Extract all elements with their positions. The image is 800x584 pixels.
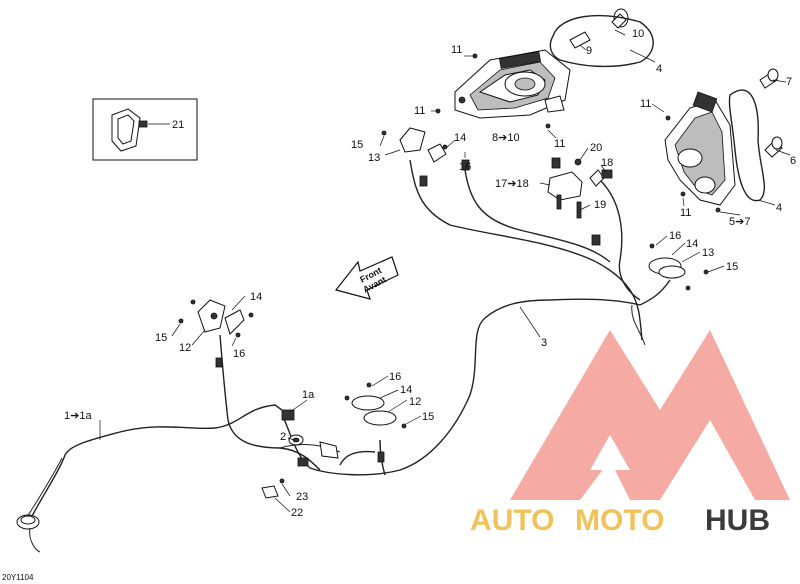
watermark-hub: HUB	[705, 504, 770, 537]
diagram-code: 20Y1104	[2, 573, 34, 582]
callout-5-to-7: 5➔7	[729, 216, 750, 228]
callout-6: 6	[790, 155, 796, 167]
logo-inner-triangle-icon	[590, 435, 630, 470]
part-21-bracket-icon	[111, 108, 148, 152]
callout-13-upper: 13	[368, 152, 380, 164]
callout-4-right: 4	[776, 202, 782, 214]
callout-11-b: 11	[414, 105, 425, 117]
callout-18: 18	[601, 157, 613, 169]
watermark-auto: AUTO	[470, 504, 554, 537]
callout-13-right: 13	[702, 247, 714, 259]
front-direction-arrow	[334, 256, 399, 300]
watermark-moto: MOTO	[575, 504, 664, 537]
logo-inner-triangle2-icon	[690, 435, 735, 470]
callout-21: 21	[172, 119, 184, 131]
callout-15-left: 15	[155, 332, 167, 344]
callout-16-left: 16	[233, 348, 245, 360]
lamp-bracket-left	[178, 299, 254, 368]
callout-3: 3	[541, 337, 547, 349]
part-4-seal-right	[728, 89, 766, 202]
callout-4-upper: 4	[656, 63, 662, 75]
callout-15-upper: 15	[351, 139, 363, 151]
bulb-7-icon	[759, 68, 779, 89]
part-22-clip-icon	[261, 478, 285, 499]
callout-14-left: 14	[250, 291, 262, 303]
callout-19: 19	[594, 199, 606, 211]
callout-8-to-10: 8➔10	[492, 132, 520, 144]
part-1-connector-icon	[16, 514, 41, 553]
callout-23: 23	[296, 491, 308, 503]
callout-12-center: 12	[409, 396, 421, 408]
callout-16-center: 16	[389, 371, 401, 383]
headlamp-center	[435, 49, 571, 129]
callout-11-a: 11	[451, 44, 462, 56]
callout-14-upper: 14	[454, 132, 466, 144]
module-17-icon	[547, 157, 613, 246]
callout-7: 7	[786, 76, 792, 88]
callout-11-e: 11	[680, 207, 691, 219]
callout-11-d: 11	[640, 98, 651, 110]
connector-1a-icon	[281, 409, 339, 467]
callout-9: 9	[586, 45, 592, 57]
callout-1a: 1a	[302, 389, 315, 401]
callout-20: 20	[590, 142, 602, 154]
callout-10: 10	[632, 28, 644, 40]
callout-11-c: 11	[554, 138, 565, 150]
watermark-logo	[510, 330, 790, 500]
callout-16-upper: 16	[459, 161, 471, 173]
callout-14-center: 14	[400, 384, 412, 396]
lamp-bracket-right	[648, 243, 709, 291]
headlamp-right	[664, 91, 736, 213]
callout-16-right: 16	[669, 230, 681, 242]
lamp-bracket-center	[344, 382, 407, 463]
callout-12-left: 12	[179, 342, 191, 354]
callout-17-to-18: 17➔18	[495, 178, 529, 190]
part-4-seal-upper	[549, 14, 654, 68]
wiring-harness	[24, 159, 671, 521]
lamp-bracket-upper	[381, 127, 470, 187]
leader-lines	[99, 29, 791, 513]
callout-15-center: 15	[422, 411, 434, 423]
callout-22: 22	[291, 507, 303, 519]
callouts: 1➔1a 1a 2 3 4 4 5➔7 6 7 8➔10 9 10 11 11 …	[64, 28, 796, 519]
callout-1-to-1a: 1➔1a	[64, 410, 92, 422]
callout-15-right: 15	[726, 261, 738, 273]
callout-2: 2	[280, 431, 286, 443]
bulb-6-icon	[764, 136, 783, 158]
inset-frame	[92, 98, 198, 161]
callout-14-right: 14	[686, 238, 698, 250]
logo-triangle-icon	[510, 330, 790, 500]
